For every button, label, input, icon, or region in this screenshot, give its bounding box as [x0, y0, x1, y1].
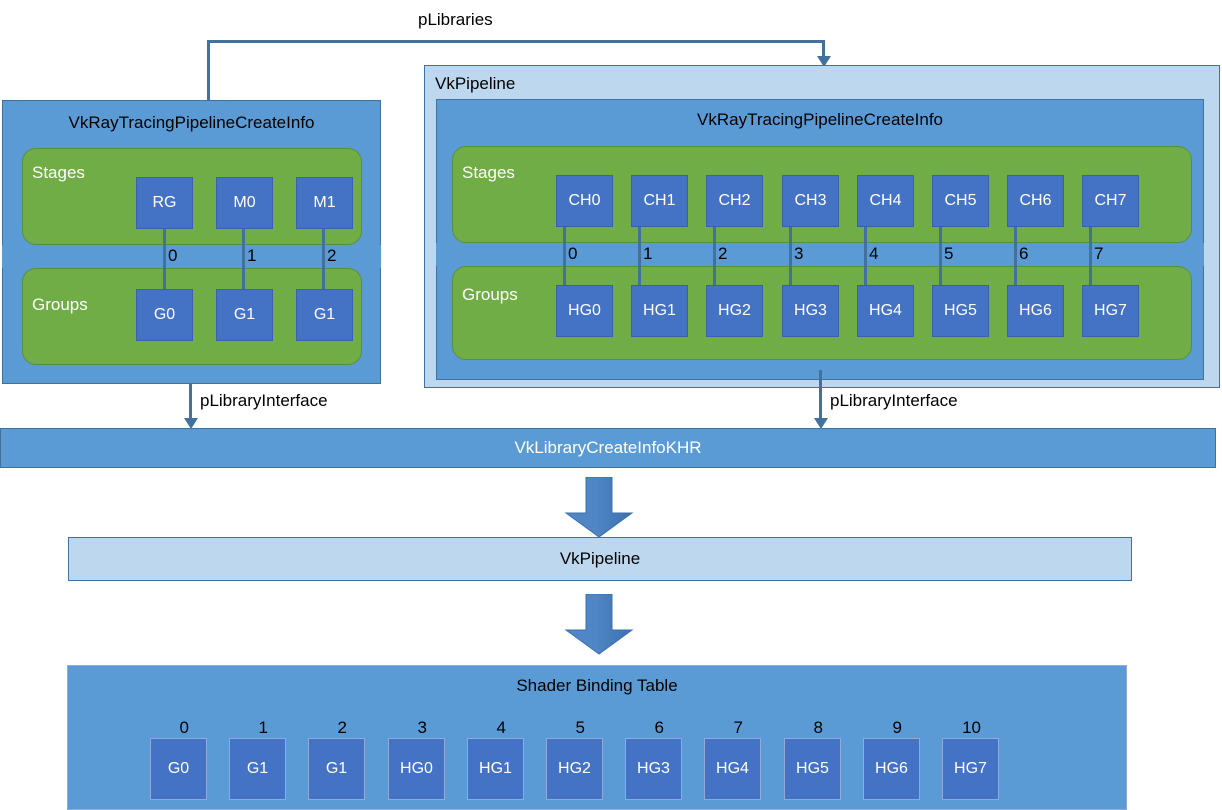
left-create-info-title: VkRayTracingPipelineCreateInfo: [68, 113, 315, 132]
right-group-chip-5: HG5: [932, 285, 989, 337]
plibraries-arrowhead: [817, 56, 831, 67]
right-index-0: 0: [568, 244, 578, 263]
right-index-3: 3: [794, 244, 804, 263]
plibraries-line-top: [207, 40, 825, 43]
vklibrarycreateinfokhr-bar: VkLibraryCreateInfoKHR: [0, 428, 1216, 468]
left-index-1: 1: [247, 246, 257, 265]
sbt-entry-5: HG2: [546, 738, 603, 800]
left-connector-0b: [163, 245, 166, 268]
right-index-band: [436, 243, 1204, 266]
sbt-index-4: 4: [496, 718, 506, 737]
sbt-entry-9: HG6: [863, 738, 920, 800]
vkpipeline-result-bar: VkPipeline: [68, 537, 1132, 581]
plibraryinterface-left-line: [189, 384, 192, 426]
sbt-index-0: 0: [179, 718, 189, 737]
right-pipeline-outer-title: VkPipeline: [435, 74, 516, 93]
right-group-chip-7: HG7: [1082, 285, 1139, 337]
sbt-entry-4: HG1: [467, 738, 524, 800]
block-arrow-down-2: [564, 594, 634, 655]
right-connector-band-3: [789, 243, 792, 266]
shader-binding-table-title: Shader Binding Table: [516, 676, 678, 695]
left-connector-1b: [242, 245, 245, 268]
right-stage-chip-3: CH3: [782, 175, 839, 227]
left-groups-label: Groups: [32, 295, 88, 314]
right-stage-chip-7: CH7: [1082, 175, 1139, 227]
left-stage-chip-2: M1: [296, 177, 353, 229]
left-group-chip-0: G0: [136, 289, 193, 341]
right-group-chip-0: HG0: [556, 285, 613, 337]
plibraryinterface-right-label: pLibraryInterface: [830, 391, 958, 410]
left-index-band: [2, 245, 381, 268]
right-index-1: 1: [643, 244, 653, 263]
right-connector-band-6: [1014, 243, 1017, 266]
plibraryinterface-right-arrowhead: [814, 418, 828, 429]
right-connector-band-2: [713, 243, 716, 266]
right-connector-band-7: [1089, 243, 1092, 266]
right-stage-chip-0: CH0: [556, 175, 613, 227]
right-stage-chip-2: CH2: [706, 175, 763, 227]
right-connector-band-0: [563, 243, 566, 266]
plibraryinterface-left-label: pLibraryInterface: [200, 391, 328, 410]
sbt-entry-0: G0: [150, 738, 207, 800]
right-index-2: 2: [718, 244, 728, 263]
right-stages-label: Stages: [462, 163, 515, 182]
sbt-entry-7: HG4: [704, 738, 761, 800]
left-index-0: 0: [168, 246, 178, 265]
right-group-chip-6: HG6: [1007, 285, 1064, 337]
right-connector-band-5: [939, 243, 942, 266]
sbt-entry-1: G1: [229, 738, 286, 800]
sbt-index-2: 2: [337, 718, 347, 737]
sbt-index-9: 9: [892, 718, 902, 737]
sbt-index-8: 8: [813, 718, 823, 737]
right-stage-chip-6: CH6: [1007, 175, 1064, 227]
right-index-7: 7: [1094, 244, 1104, 263]
right-connector-band-4: [864, 243, 867, 266]
plibraries-line-left: [207, 40, 210, 102]
left-connector-2b: [322, 245, 325, 268]
sbt-index-3: 3: [417, 718, 427, 737]
left-stage-chip-1: M0: [216, 177, 273, 229]
right-create-info-title: VkRayTracingPipelineCreateInfo: [697, 110, 943, 129]
left-index-2: 2: [327, 246, 337, 265]
plibraryinterface-right-line: [819, 370, 822, 426]
sbt-entry-3: HG0: [388, 738, 445, 800]
block-arrow-down-1: [564, 477, 634, 538]
sbt-entry-8: HG5: [784, 738, 841, 800]
right-group-chip-2: HG2: [706, 285, 763, 337]
plibraries-label: pLibraries: [418, 10, 493, 29]
left-group-chip-2: G1: [296, 289, 353, 341]
right-group-chip-4: HG4: [857, 285, 914, 337]
sbt-index-10: 10: [962, 718, 981, 737]
right-group-chip-3: HG3: [782, 285, 839, 337]
right-index-6: 6: [1019, 244, 1029, 263]
left-stage-chip-0: RG: [136, 177, 193, 229]
plibraries-line-right: [822, 40, 825, 58]
sbt-index-6: 6: [654, 718, 664, 737]
left-stages-label: Stages: [32, 163, 85, 182]
sbt-index-1: 1: [258, 718, 268, 737]
right-stage-chip-1: CH1: [631, 175, 688, 227]
right-connector-band-1: [638, 243, 641, 266]
sbt-index-5: 5: [575, 718, 585, 737]
right-stage-chip-4: CH4: [857, 175, 914, 227]
plibraryinterface-left-arrowhead: [184, 418, 198, 429]
sbt-entry-2: G1: [308, 738, 365, 800]
right-stage-chip-5: CH5: [932, 175, 989, 227]
right-index-4: 4: [869, 244, 879, 263]
right-index-5: 5: [944, 244, 954, 263]
sbt-entry-10: HG7: [942, 738, 999, 800]
right-group-chip-1: HG1: [631, 285, 688, 337]
left-group-chip-1: G1: [216, 289, 273, 341]
sbt-entry-6: HG3: [625, 738, 682, 800]
sbt-index-7: 7: [733, 718, 743, 737]
right-groups-label: Groups: [462, 285, 518, 304]
